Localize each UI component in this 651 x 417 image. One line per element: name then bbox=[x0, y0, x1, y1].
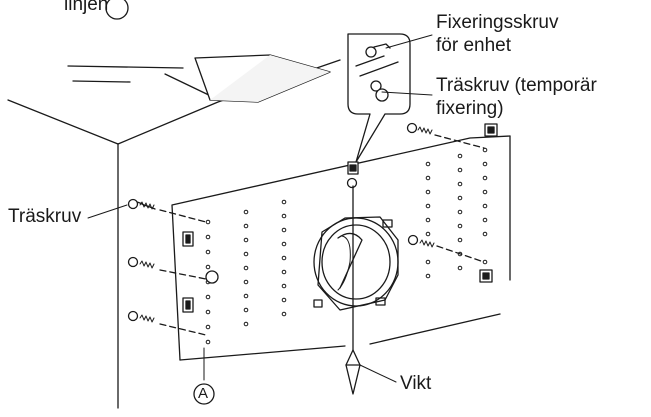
wood-screw-lower-right bbox=[407, 234, 485, 263]
top-marker-circle bbox=[105, 0, 129, 20]
ceiling-panel bbox=[194, 54, 331, 103]
plate-cover-hole bbox=[205, 270, 219, 284]
installation-plate bbox=[171, 135, 511, 361]
wood-screw-label: Träskruv bbox=[8, 206, 82, 227]
wood-screw-middle-left bbox=[127, 256, 207, 280]
leader-lines bbox=[87, 34, 433, 383]
wood-screw-temp-label-line1: Träskruv (temporär bbox=[436, 75, 597, 96]
plate-holes bbox=[205, 147, 488, 345]
top-label-partial: linjen bbox=[64, 0, 109, 15]
detail-callout bbox=[347, 33, 411, 163]
wood-screw-lower-left bbox=[127, 310, 207, 336]
weight-label: Vikt bbox=[400, 373, 432, 394]
fixing-screw-label-line1: Fixeringsskruv bbox=[436, 12, 559, 33]
wood-screw-upper-left bbox=[127, 198, 207, 223]
fixing-screw-label-line2: för enhet bbox=[436, 35, 511, 56]
marker-a-circle bbox=[193, 383, 215, 405]
plate-slots bbox=[182, 123, 498, 313]
weight-icon bbox=[345, 349, 361, 395]
plumb-line-assembly bbox=[346, 161, 359, 351]
marker-a-label: A bbox=[198, 385, 209, 402]
pipe-opening bbox=[313, 216, 399, 311]
wood-screw-temp-label-line2: fixering) bbox=[436, 98, 504, 119]
wood-screw-upper-right bbox=[406, 122, 485, 149]
